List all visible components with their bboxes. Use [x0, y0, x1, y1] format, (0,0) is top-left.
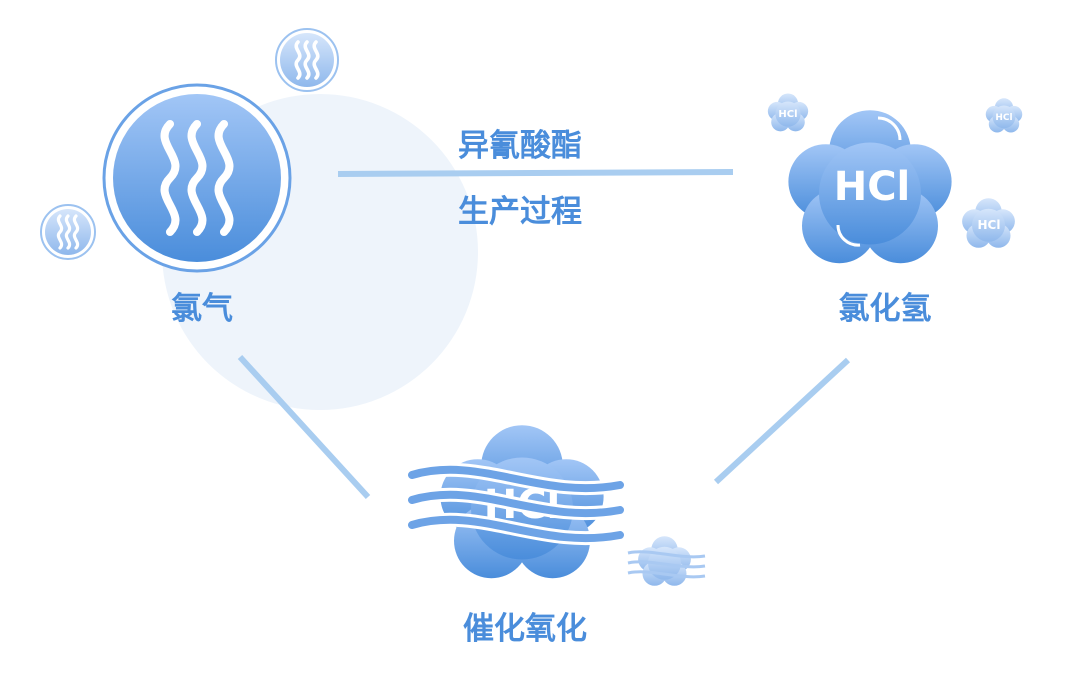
svg-text:HCl: HCl	[995, 113, 1012, 123]
small-hcl-cloud-icon: HCl	[985, 98, 1023, 133]
center-title-line2: 生产过程	[458, 194, 582, 230]
connector-chlorine-hcl	[337, 169, 734, 177]
small-hcl-cloud-icon: HCl	[767, 93, 809, 132]
small-hcl-cloud-wind-icon	[627, 536, 706, 586]
chlorine-steam-icon	[102, 83, 292, 273]
small-steam-icon	[40, 204, 96, 260]
chlorine-label: 氯气	[171, 291, 233, 327]
svg-text:HCl: HCl	[778, 109, 797, 120]
hydrogen-chloride-label: 氯化氢	[839, 291, 932, 327]
connector-hcl-oxidation	[713, 357, 851, 485]
small-steam-icon	[275, 28, 339, 92]
hcl-cloud-text: HCl	[834, 164, 911, 210]
center-title-line1: 异氰酸酯	[458, 128, 582, 164]
hcl-cloud-wind-icon: HCl	[405, 425, 627, 579]
catalytic-oxidation-label: 催化氧化	[463, 611, 587, 647]
hcl-cloud-icon: HCl	[788, 110, 952, 264]
small-hcl-cloud-icon: HCl	[962, 198, 1015, 248]
connector-chlorine-oxidation	[237, 354, 371, 500]
svg-text:HCl: HCl	[978, 218, 1001, 232]
